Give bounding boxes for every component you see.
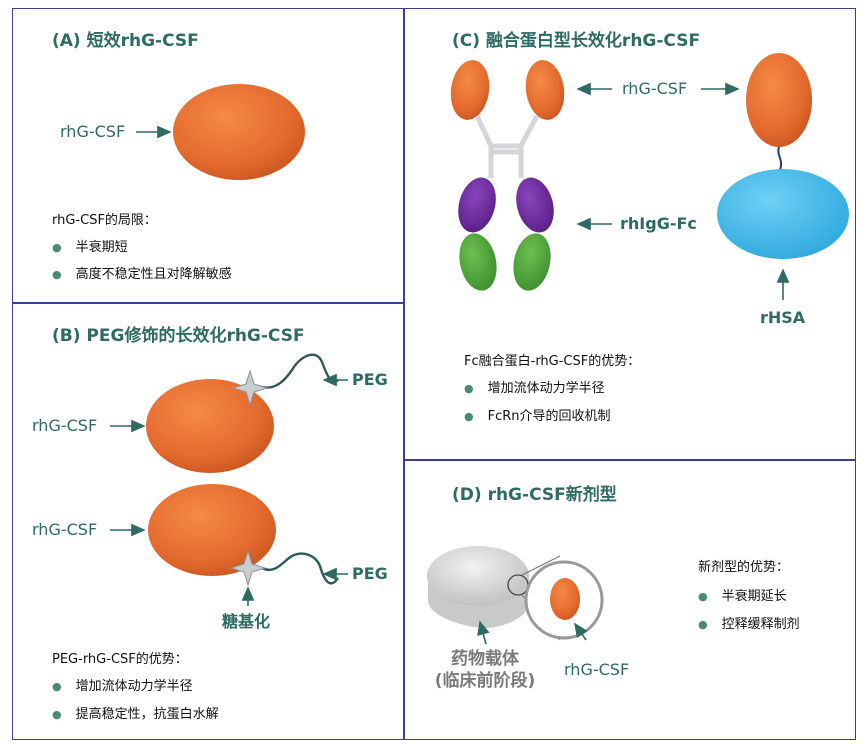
bullet-dot: ● <box>698 590 708 603</box>
panel-c-bullet-1-text: 增加流体动力学半径 <box>487 381 605 396</box>
panel-a-frame <box>12 8 405 304</box>
panel-c-hsa-rhgcsf <box>746 53 812 147</box>
panel-d-zoom-line-top <box>521 555 561 576</box>
panel-b-title: (B) PEG修饰的长效化rhG-CSF <box>52 326 305 346</box>
panel-b-link-star-bottom <box>229 549 267 587</box>
panel-b-rhgcsf-top-ellipse <box>146 379 274 473</box>
panel-c-hsa-blob <box>717 169 849 259</box>
panel-b-bullet-1-text: 增加流体动力学半径 <box>75 679 193 694</box>
panel-d-title: (D) rhG-CSF新剂型 <box>452 485 617 505</box>
panel-c-rhgcsf-right <box>525 60 565 120</box>
panel-b-peg-chain-top <box>257 353 339 389</box>
panel-b-molecule-label-top: rhG-CSF <box>32 416 98 435</box>
panel-c-fc-green-left <box>459 233 497 291</box>
panel-c-hsa-label: rHSA <box>760 308 806 327</box>
panel-d-arrow-carrier <box>477 620 490 645</box>
bullet-dot: ● <box>52 241 62 254</box>
panel-a-limits-heading: rhG-CSF的局限： <box>52 213 157 228</box>
panel-c-fc-purple-left <box>458 177 496 233</box>
panel-b-link-star-top <box>231 369 269 407</box>
panel-b-peg-top: PEG <box>352 370 388 389</box>
bullet-dot: ● <box>52 268 62 281</box>
bullet-dot: ● <box>464 382 474 395</box>
panel-d-bullet-1: ● 半衰期延长 <box>698 585 787 604</box>
panel-d-advantages-heading: 新剂型的优势： <box>698 560 790 575</box>
panel-b-peg-chain-bottom <box>261 552 339 585</box>
panel-c-frame <box>403 8 856 461</box>
panel-c-hsa-linker <box>777 146 783 171</box>
panel-d-molecule-label: rhG-CSF <box>564 660 630 679</box>
bullet-dot: ● <box>464 410 474 423</box>
panel-d-carrier-top <box>427 546 529 606</box>
panel-d-bullet-2: ● 控释缓释制剂 <box>698 613 800 632</box>
panel-a-title: (A) 短效rhG-CSF <box>52 31 199 51</box>
panel-d-arrow-rhgcsf <box>574 622 588 641</box>
panel-d-bullet-2-text: 控释缓释制剂 <box>721 617 800 632</box>
panel-b-glyco-label: 糖基化 <box>222 612 271 631</box>
panel-a-bullet-1-text: 半衰期短 <box>75 240 128 255</box>
panel-b-peg-bottom: PEG <box>352 564 388 583</box>
panel-c-fc-green-right <box>513 233 551 291</box>
panel-c-rhgcsf-left <box>450 60 490 120</box>
panel-c-hinge <box>474 114 540 178</box>
panel-d-bullet-1-text: 半衰期延长 <box>721 589 787 604</box>
bullet-dot: ● <box>52 680 62 693</box>
panel-a-bullet-2-text: 高度不稳定性且对降解敏感 <box>75 267 232 282</box>
panel-a-molecule-label: rhG-CSF <box>60 122 126 141</box>
bullet-dot: ● <box>52 708 62 721</box>
panel-c-bullet-1: ● 增加流体动力学半径 <box>464 377 605 396</box>
panel-b-rhgcsf-bottom-ellipse <box>148 484 276 576</box>
panel-c-fc-purple-right <box>516 177 554 233</box>
panel-b-frame <box>12 302 405 740</box>
panel-d-frame <box>403 459 856 740</box>
panel-a-bullet-2: ● 高度不稳定性且对降解敏感 <box>52 263 232 282</box>
panel-a-bullet-1: ● 半衰期短 <box>52 236 128 255</box>
panel-b-molecule-label-bottom: rhG-CSF <box>32 520 98 539</box>
bullet-dot: ● <box>698 618 708 631</box>
panel-b-bullet-2-text: 提高稳定性，抗蛋白水解 <box>75 707 219 722</box>
panel-b-bullet-1: ● 增加流体动力学半径 <box>52 675 193 694</box>
panel-c-rhgcsf-label: rhG-CSF <box>622 79 688 98</box>
panel-c-advantages-heading: Fc融合蛋白-rhG-CSF的优势： <box>464 354 641 369</box>
panel-c-title: (C) 融合蛋白型长效化rhG-CSF <box>452 31 701 51</box>
panel-b-bullet-2: ● 提高稳定性，抗蛋白水解 <box>52 703 219 722</box>
panel-c-fc-label: rhIgG-Fc <box>620 214 697 233</box>
panel-d-carrier-line2: (临床前阶段) <box>434 671 536 691</box>
panel-a-rhgcsf-ellipse <box>173 84 305 180</box>
panel-d-carrier-line1: 药物载体 <box>451 649 519 669</box>
panel-c-bullet-2-text: FcRn介导的回收机制 <box>487 409 611 424</box>
panel-c-bullet-2: ● FcRn介导的回收机制 <box>464 405 611 424</box>
panel-d-rhgcsf-ellipse <box>550 578 580 620</box>
panel-b-advantages-heading: PEG-rhG-CSF的优势： <box>52 652 188 667</box>
panel-d-carrier-label: 药物载体 (临床前阶段) <box>420 648 550 692</box>
